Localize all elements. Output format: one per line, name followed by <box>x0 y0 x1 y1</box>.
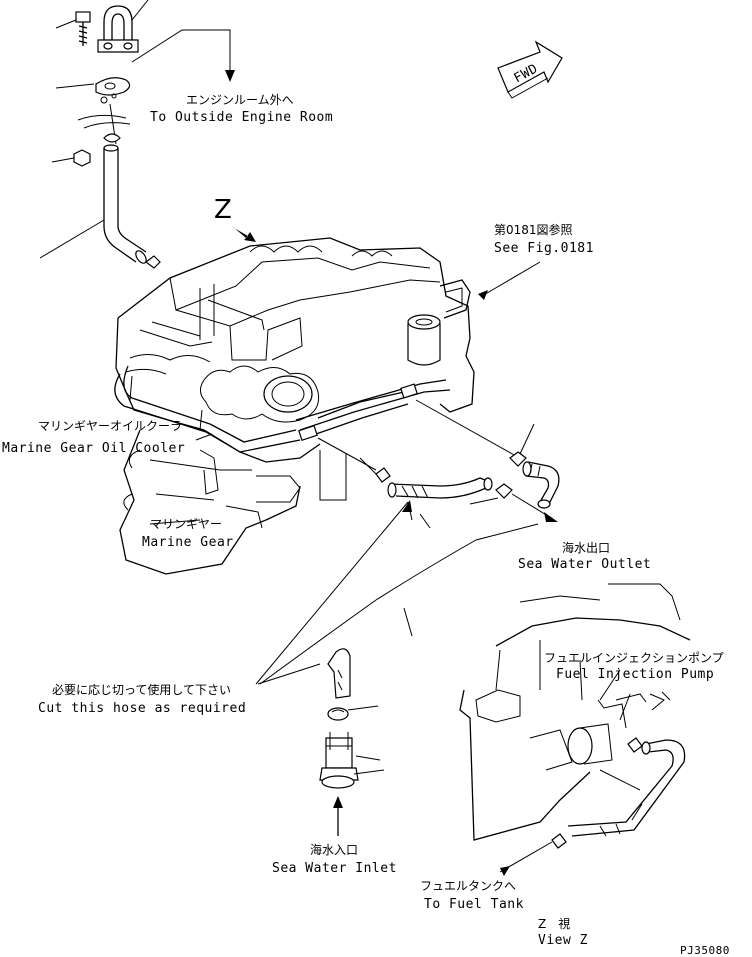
view-letter: Z <box>214 195 232 225</box>
pump-label-jp: フュエルインジェクションポンプ <box>544 651 724 665</box>
cut-hose-label-jp: 必要に応じ切って使用して下さい <box>52 682 231 697</box>
oil-cooler-label-jp: マリンギヤーオイルクーラ <box>38 419 182 433</box>
marine-gear-label: Marine Gear <box>142 535 234 550</box>
exhaust-hose-assembly <box>39 0 235 269</box>
see-fig-leader <box>481 261 541 297</box>
fuel-injection-pump-view <box>459 583 691 876</box>
engine-block <box>114 237 517 575</box>
outside-room-label: To Outside Engine Room <box>150 110 333 125</box>
view-z-indicator: Z <box>214 195 256 242</box>
inlet-label-jp: 海水入口 <box>310 842 358 857</box>
outside-room-label-jp: エンジンルーム外へ <box>186 93 294 107</box>
marine-gear-label-jp: マリンギヤー <box>150 517 222 531</box>
fuel-tank-label-jp: フュエルタンクへ <box>420 879 516 893</box>
drawing-number: PJ35080 <box>680 944 730 957</box>
sea-water-inlet-assembly <box>319 648 385 836</box>
oil-cooler-leader <box>195 433 213 441</box>
fuel-tank-label: To Fuel Tank <box>424 897 524 912</box>
sea-water-outlet-hose <box>359 423 560 522</box>
inlet-label: Sea Water Inlet <box>272 861 397 876</box>
outlet-label-jp: 海水出口 <box>562 540 610 555</box>
oil-cooler-label: Marine Gear Oil Cooler <box>2 441 185 456</box>
see-fig-label: See Fig.0181 <box>494 241 594 256</box>
cut-hose-label: Cut this hose as required <box>38 701 246 716</box>
view-z-label: View Z <box>538 933 588 948</box>
outlet-label: Sea Water Outlet <box>518 557 651 572</box>
pump-label: Fuel Injection Pump <box>556 667 714 682</box>
see-fig-label-jp: 第0181図参照 <box>494 222 573 237</box>
view-z-label-jp: Z 視 <box>538 916 570 931</box>
forward-arrow-icon: FWD <box>497 40 563 99</box>
cut-hose-leaders <box>255 500 539 685</box>
